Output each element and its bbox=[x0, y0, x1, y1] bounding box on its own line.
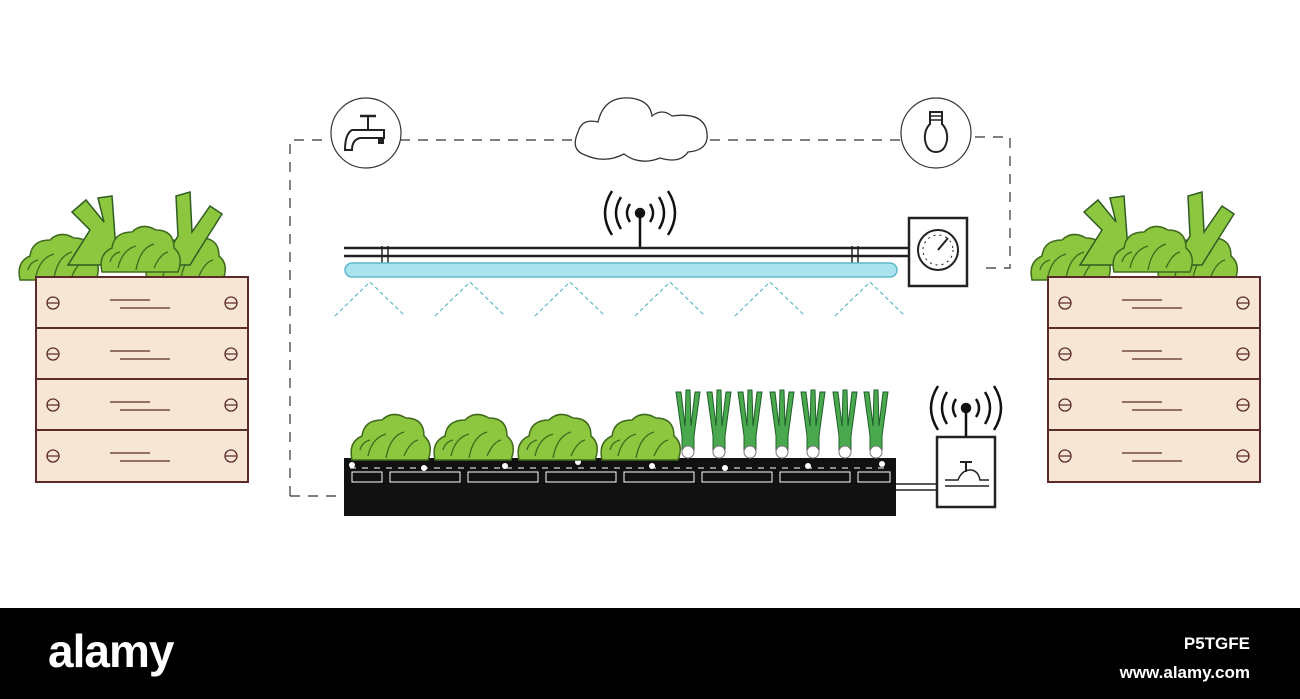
brand-logo: alamy bbox=[48, 625, 174, 677]
control-loop-dashed-line bbox=[289, 136, 1011, 497]
water-valve-icon bbox=[935, 435, 997, 509]
pressure-gauge-icon bbox=[907, 216, 969, 288]
smart-farm-diagram bbox=[0, 97, 1261, 516]
wireless-signal-icon bbox=[603, 190, 677, 248]
faucet-icon bbox=[330, 97, 402, 169]
watermark-footer: alamy P5TGFE www.alamy.com bbox=[0, 608, 1300, 699]
produce-crate-right bbox=[1031, 192, 1261, 483]
wireless-signal-icon bbox=[929, 385, 1003, 437]
water-pipe bbox=[896, 483, 938, 491]
grow-light-tube bbox=[344, 262, 898, 278]
cloud-icon bbox=[574, 97, 708, 162]
stock-id: P5TGFE bbox=[1183, 634, 1250, 653]
produce-crate-left bbox=[19, 192, 249, 483]
light-bulb-icon bbox=[900, 97, 972, 169]
grow-bed bbox=[344, 458, 896, 516]
bed-leeks bbox=[675, 389, 889, 459]
bed-lettuces bbox=[350, 413, 681, 461]
site-url: www.alamy.com bbox=[1119, 663, 1250, 682]
mist-sprays bbox=[334, 281, 906, 317]
